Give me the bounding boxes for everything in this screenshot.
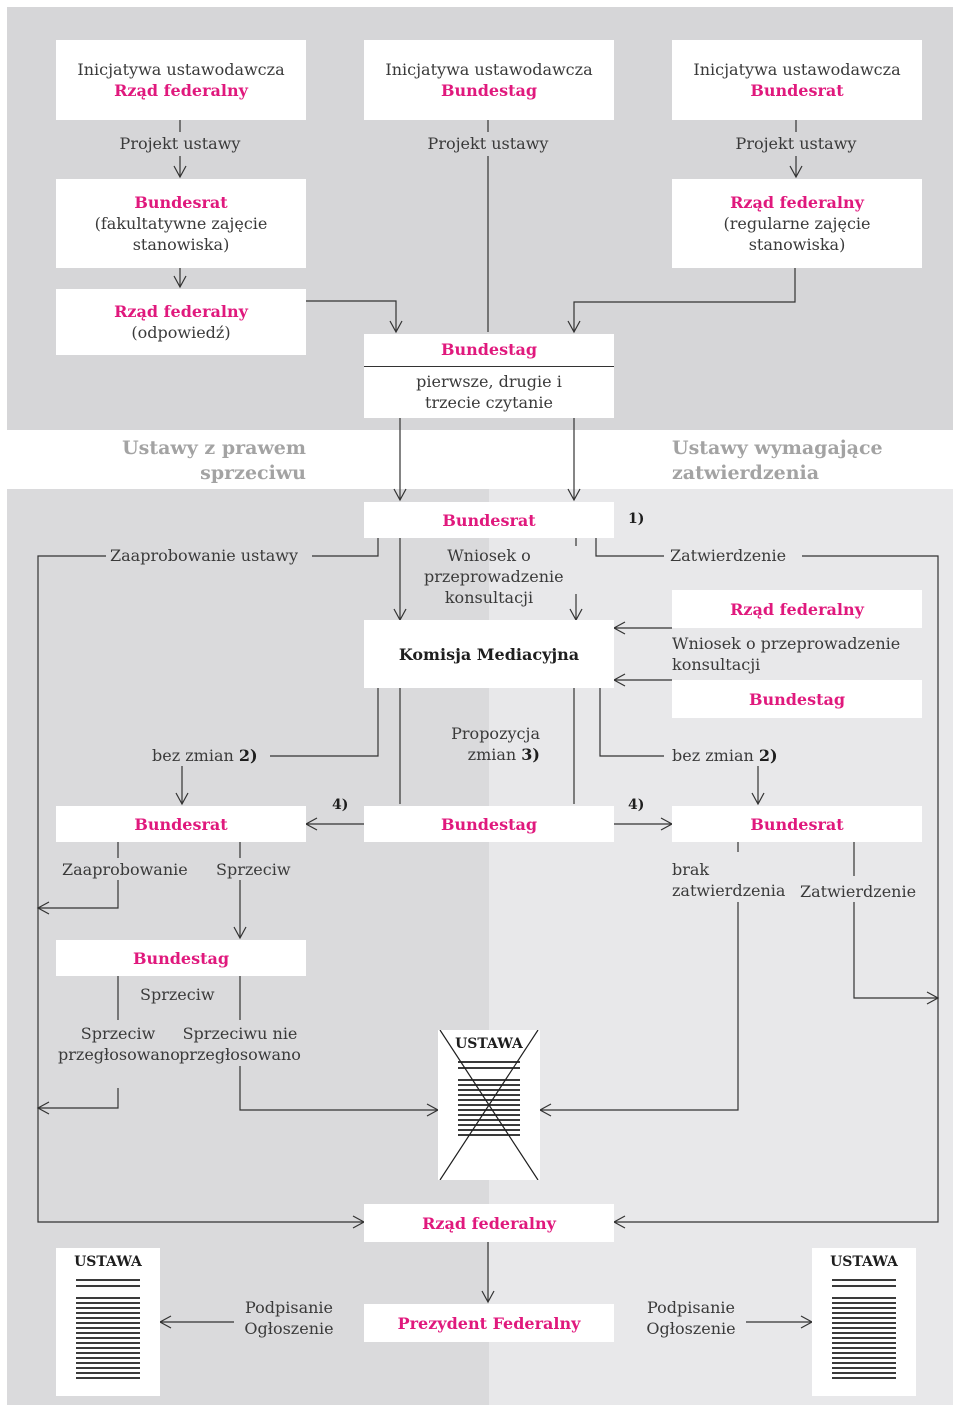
- initiative-government-box: Inicjatywa ustawodawcza Rząd federalny: [56, 40, 306, 120]
- section-objection-laws: Ustawy z prawem sprzeciwu: [122, 437, 306, 484]
- bundesrat-opinion-note: (fakultatywne zajęcie stanowiska): [94, 214, 268, 254]
- initiative-label: Inicjatywa ustawodawcza: [693, 60, 901, 79]
- approval-right-label: Zatwierdzenie: [670, 546, 787, 565]
- bundestag-divider: [364, 366, 614, 367]
- bundestag-center-title: Bundestag: [440, 814, 538, 834]
- footnote-marker-3: 3): [521, 745, 540, 764]
- failed-law-document: USTAWA: [438, 1030, 540, 1180]
- bundestag-center-box: Bundestag: [364, 806, 614, 842]
- sign-right-label: Podpisanie Ogłoszenie: [646, 1298, 736, 1338]
- draft-label-center: Projekt ustawy: [427, 134, 549, 153]
- government-opinion-title: Rząd federalny: [730, 193, 864, 212]
- footnote-marker-2-right: 2): [758, 746, 778, 765]
- approval-label: Zatwierdzenie: [800, 882, 917, 901]
- government-answer-note: (odpowiedź): [131, 323, 231, 342]
- mediation-request-label: Wniosek o przeprowadzenie konsultacji: [424, 546, 564, 607]
- bundestag-vote-box: Bundestag: [56, 940, 306, 976]
- document-lines-icon: [76, 1279, 140, 1379]
- law-title-right: USTAWA: [830, 1254, 898, 1270]
- footnote-marker-4-left: 4): [332, 797, 349, 813]
- initiative-bundestag-title: Bundestag: [440, 81, 538, 100]
- bundesrat-vote-title: Bundesrat: [442, 510, 536, 530]
- government-opinion-box: Rząd federalny (regularne zajęcie stanow…: [672, 179, 922, 268]
- footnote-marker-2: 2): [238, 746, 258, 765]
- no-change-right-label: bez zmian 2): [672, 746, 778, 765]
- bundesrat-opinion-title: Bundesrat: [134, 193, 228, 212]
- initiative-label: Inicjatywa ustawodawcza: [385, 60, 593, 79]
- mediation-committee-box: Komisja Mediacyjna: [364, 620, 614, 688]
- no-approval-label: brak zatwierdzenia: [672, 860, 786, 900]
- footnote-marker-1: 1): [628, 511, 645, 527]
- government-sign-box: Rząd federalny: [364, 1204, 614, 1242]
- bundestag-request-title: Bundestag: [748, 689, 846, 709]
- bundestag-readings-box: Bundestag pierwsze, drugie i trzecie czy…: [364, 334, 614, 418]
- draft-label-right: Projekt ustawy: [735, 134, 857, 153]
- footnote-marker-4-right: 4): [628, 797, 645, 813]
- initiative-government-title: Rząd federalny: [114, 81, 248, 100]
- not-overruled-label: Sprzeciwu nie przegłosowano: [179, 1024, 301, 1064]
- objection-vote-label: Sprzeciw: [140, 985, 215, 1004]
- president-title: Prezydent Federalny: [397, 1313, 581, 1333]
- bundesrat-objection-box: Bundesrat: [56, 806, 306, 842]
- bundesrat-consent-box: Bundesrat: [672, 806, 922, 842]
- bundestag-vote-title: Bundestag: [132, 948, 230, 968]
- mediation-request-right-label: Wniosek o przeprowadzenie konsultacji: [672, 634, 901, 674]
- no-change-left-label: bez zmian 2): [152, 746, 258, 765]
- law-document-right: USTAWA: [812, 1248, 916, 1396]
- document-lines-icon: [832, 1279, 896, 1379]
- government-request-box: Rząd federalny: [672, 590, 922, 628]
- bundesrat-consent-title: Bundesrat: [750, 814, 844, 834]
- sign-left-label: Podpisanie Ogłoszenie: [244, 1298, 334, 1338]
- president-box: Prezydent Federalny: [364, 1304, 614, 1342]
- draft-label-left: Projekt ustawy: [119, 134, 241, 153]
- bundesrat-opinion-box: Bundesrat (fakultatywne zajęcie stanowis…: [56, 179, 306, 268]
- initiative-label: Inicjatywa ustawodawcza: [77, 60, 285, 79]
- bundestag-request-box: Bundestag: [672, 680, 922, 718]
- law-title-left: USTAWA: [74, 1254, 142, 1270]
- bundestag-readings-note: pierwsze, drugie i trzecie czytanie: [416, 372, 562, 412]
- government-sign-title: Rząd federalny: [422, 1213, 556, 1233]
- section-consent-laws: Ustawy wymagające zatwierdzenia: [672, 437, 883, 484]
- failed-law-title: USTAWA: [455, 1036, 523, 1052]
- government-answer-title: Rząd federalny: [114, 302, 248, 321]
- bundesrat-vote-box: Bundesrat: [364, 502, 614, 538]
- mediation-committee-title: Komisja Mediacyjna: [398, 644, 580, 664]
- government-request-title: Rząd federalny: [730, 599, 864, 619]
- approved-label: Zaaprobowanie: [62, 860, 188, 879]
- initiative-bundesrat-title: Bundesrat: [750, 81, 844, 100]
- objection-label: Sprzeciw: [216, 860, 291, 879]
- proposal-label: Propozycja zmian 3): [451, 724, 540, 764]
- approval-left-label: Zaaprobowanie ustawy: [108, 545, 301, 566]
- bundestag-readings-title: Bundestag: [440, 340, 538, 359]
- government-opinion-note: (regularne zajęcie stanowiska): [723, 214, 871, 254]
- crossed-out-icon: [439, 1030, 539, 1180]
- bundesrat-objection-title: Bundesrat: [134, 814, 228, 834]
- government-answer-box: Rząd federalny (odpowiedź): [56, 289, 306, 355]
- initiative-bundestag-box: Inicjatywa ustawodawcza Bundestag: [364, 40, 614, 120]
- law-document-left: USTAWA: [56, 1248, 160, 1396]
- overruled-label: Sprzeciw przegłosowano: [58, 1024, 180, 1064]
- initiative-bundesrat-box: Inicjatywa ustawodawcza Bundesrat: [672, 40, 922, 120]
